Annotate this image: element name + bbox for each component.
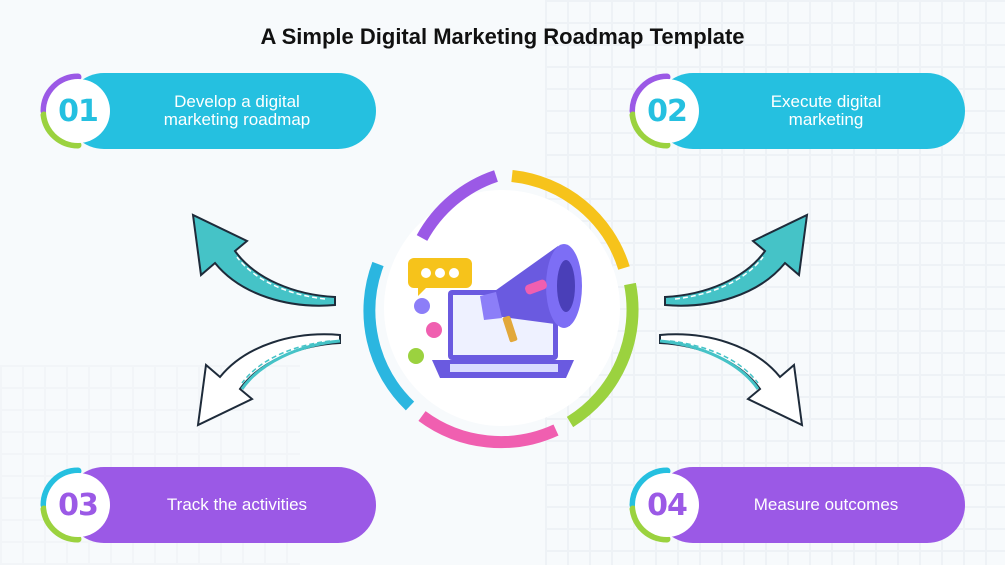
- ring-segment-purple: [416, 170, 499, 241]
- arrow-top-right-icon: [664, 213, 809, 307]
- step-01-ring-icon: [40, 73, 82, 149]
- step-03-label: Track the activities: [167, 496, 307, 514]
- ring-segment-yellow: [511, 170, 630, 270]
- step-02-label: Execute digital marketing: [771, 93, 882, 129]
- arrow-bottom-left-icon: [196, 333, 341, 427]
- step-01-label: Develop a digital marketing roadmap: [164, 93, 310, 129]
- step-04-label-line1: Measure outcomes: [753, 495, 899, 514]
- step-02-ring-icon: [629, 73, 671, 149]
- ring-segment-blue: [363, 261, 415, 411]
- step-01-label-line1: Develop a digital: [174, 92, 300, 111]
- step-03-pill: Track the activities: [66, 467, 376, 543]
- center-ring: [363, 170, 639, 449]
- step-04-badge: 04: [629, 467, 705, 543]
- arrow-top-left-icon: [191, 213, 336, 307]
- step-03-label-line1: Track the activities: [166, 495, 308, 514]
- step-01-pill: Develop a digital marketing roadmap: [66, 73, 376, 149]
- step-03-badge: 03: [40, 467, 116, 543]
- step-03-number: 03: [46, 473, 110, 537]
- step-02-number: 02: [635, 79, 699, 143]
- step-01-badge: 01: [40, 73, 116, 149]
- step-02-pill: Execute digital marketing: [655, 73, 965, 149]
- ring-segment-pink: [418, 411, 559, 449]
- step-03-ring-icon: [40, 467, 82, 543]
- step-04-number: 04: [635, 473, 699, 537]
- step-02-label-line2: marketing: [788, 110, 864, 129]
- step-01-number: 01: [46, 79, 110, 143]
- step-02-label-line1: Execute digital: [770, 92, 882, 111]
- step-02-badge: 02: [629, 73, 705, 149]
- megaphone-laptop-icon: [408, 244, 582, 378]
- arrow-bottom-right-icon: [659, 333, 804, 427]
- step-04-label: Measure outcomes: [754, 496, 899, 514]
- step-04-ring-icon: [629, 467, 671, 543]
- step-04-pill: Measure outcomes: [655, 467, 965, 543]
- page-title: A Simple Digital Marketing Roadmap Templ…: [260, 24, 745, 49]
- ring-segment-green: [566, 282, 639, 428]
- step-01-label-line2: marketing roadmap: [163, 110, 311, 129]
